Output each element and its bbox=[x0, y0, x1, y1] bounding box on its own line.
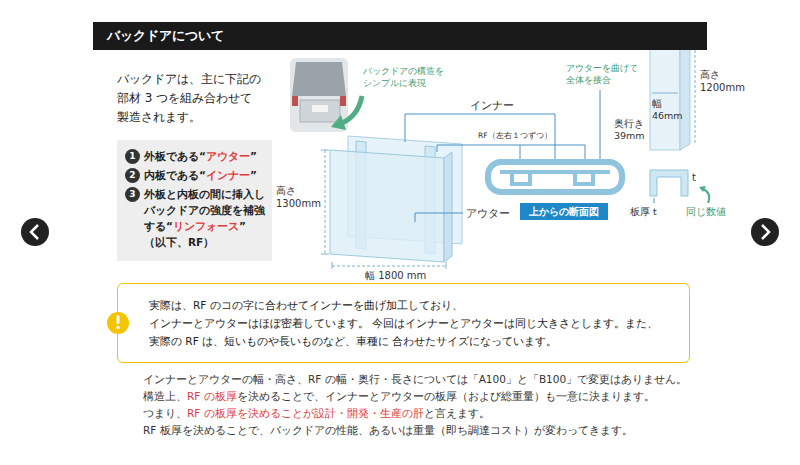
intro-text: バックドアは、主に下記の 部材 3 つを組み合わせて 製造されます。 bbox=[117, 70, 267, 127]
parts-list-box: 1 外板である“アウター” 2 内板である“インナー” 3 外板と内板の間に挿入し バック… bbox=[117, 140, 272, 261]
body-line: つまり、RF の板厚を決めることが設計・開発・生産の肝と言えます。 bbox=[143, 406, 490, 420]
highlight-text: インナー bbox=[206, 169, 250, 181]
height-dimension bbox=[321, 150, 329, 254]
body-line: インナーとアウターの幅・高さ、RF の幅・奥行・長さについては「A100」と「B… bbox=[143, 372, 687, 386]
list-item-text: 内板である“インナー” bbox=[144, 167, 264, 183]
list-item: 2 内板である“インナー” bbox=[125, 167, 264, 183]
body-text: RF 板厚を決めることで、バックドアの性能、あるいは重量（即ち調達コスト）が変わ… bbox=[143, 424, 633, 436]
prev-button bbox=[21, 218, 49, 246]
car-photo bbox=[290, 58, 348, 132]
item-text: 外板である“ bbox=[144, 150, 206, 162]
note-label: アウターを曲げて 全体を接合 bbox=[566, 62, 638, 86]
list-item: 3 外板と内板の間に挿入し バックドアの強度を補強 する“リンフォース” （以下、… bbox=[125, 186, 264, 250]
body-text: と言えます。 bbox=[424, 407, 490, 419]
highlight-text: リンフォース bbox=[173, 220, 239, 232]
item-text: ” bbox=[250, 150, 257, 162]
body-text: を決めることで、インナーとアウターの板厚（および総重量）も一意に決まります。 bbox=[237, 390, 655, 402]
dimension-label: 板厚 t bbox=[630, 206, 657, 218]
body-line: 構造上、RF の板厚を決めることで、インナーとアウターの板厚（および総重量）も一… bbox=[143, 389, 655, 403]
callout-number: 2 bbox=[125, 168, 140, 183]
note-label: バックドアの構造を シンプルに表現 bbox=[363, 65, 444, 89]
part-name: インナー bbox=[470, 99, 514, 112]
list-item-text: 外板である“アウター” bbox=[144, 148, 264, 164]
callout-number: 1 bbox=[125, 149, 140, 164]
section-label: 上からの断面図 bbox=[529, 205, 599, 218]
highlight-text: アウター bbox=[206, 150, 250, 162]
width-dimension bbox=[332, 262, 446, 269]
note-box: 実際は、RF のコの字に合わせてインナーを曲げ加工しており、インナーとアウターは… bbox=[117, 283, 690, 363]
body-text: インナーとアウターの幅・高さ、RF の幅・奥行・長さについては「A100」と「B… bbox=[143, 373, 687, 385]
dimension-label: 高さ 1200mm bbox=[700, 68, 745, 94]
section-label-box: 上からの断面図 bbox=[520, 203, 608, 220]
body-line: RF 板厚を決めることで、バックドアの性能、あるいは重量（即ち調達コスト）が変わ… bbox=[143, 423, 633, 437]
note-text: 実際は、RF のコの字に合わせてインナーを曲げ加工しており、インナーとアウターは… bbox=[149, 296, 677, 350]
leader-lines bbox=[405, 90, 654, 222]
dimension-label: 幅 46mm bbox=[652, 98, 683, 122]
list-item: 1 外板である“アウター” bbox=[125, 148, 264, 164]
dimension-label: 奥行き 39mm bbox=[614, 118, 645, 142]
door-panels bbox=[330, 136, 462, 262]
next-button bbox=[751, 218, 779, 246]
part-name: アウター bbox=[466, 207, 510, 220]
highlight-text: RF の板厚 bbox=[187, 390, 237, 402]
part-name: RF（左右１つずつ） bbox=[478, 131, 552, 140]
dimension-label: t bbox=[692, 172, 696, 185]
body-text: 構造上、 bbox=[143, 390, 187, 402]
cross-section bbox=[488, 162, 622, 192]
highlight-text: RF の板厚を決めることが設計・開発・生産の肝 bbox=[187, 407, 424, 419]
item-text: 内板である“ bbox=[144, 169, 206, 181]
item-text: ” bbox=[250, 169, 257, 181]
dimension-label: 高さ 1300mm bbox=[276, 184, 321, 210]
title-text: バックドアについて bbox=[93, 22, 707, 50]
dimension-label: 幅 1800 mm bbox=[365, 270, 426, 283]
green-arrow bbox=[331, 96, 362, 130]
list-item-text: 外板と内板の間に挿入し バックドアの強度を補強 する“リンフォース” （以下、R… bbox=[144, 186, 264, 250]
callout-number: 3 bbox=[125, 187, 140, 202]
title-bar: バックドアについて bbox=[93, 22, 707, 50]
body-text: つまり、 bbox=[143, 407, 187, 419]
rf-column bbox=[650, 40, 709, 203]
note-label: 同じ数値 bbox=[686, 206, 726, 218]
